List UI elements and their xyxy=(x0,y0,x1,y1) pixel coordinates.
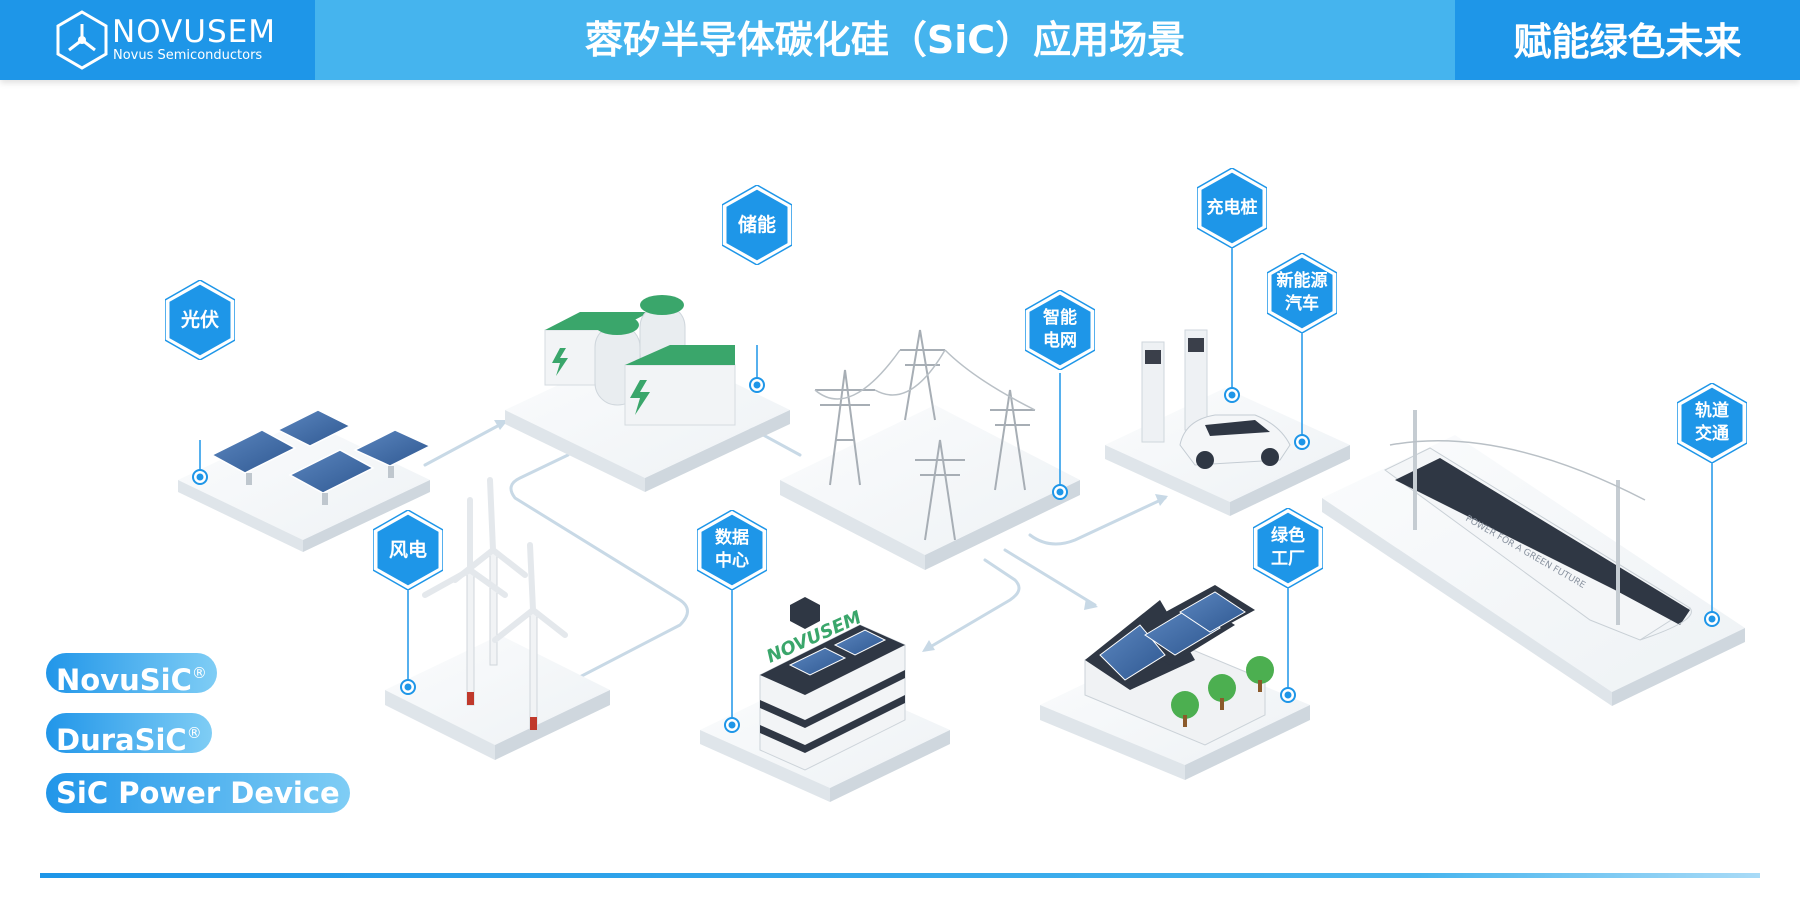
product-pill-durasic: DuraSiC® xyxy=(46,713,212,757)
power-towers xyxy=(814,329,1036,541)
label-factory[interactable]: 绿色工厂 xyxy=(1253,508,1323,588)
label-storage[interactable]: 储能 xyxy=(722,185,792,265)
footer-divider xyxy=(40,873,1760,878)
product-pill-novusic: NovuSiC® xyxy=(46,653,217,697)
label-storage-text: 储能 xyxy=(737,214,776,236)
logo-subtitle: Novus Semiconductors xyxy=(113,48,263,63)
high-speed-train xyxy=(1384,410,1692,641)
label-charging[interactable]: 充电桩 xyxy=(1197,168,1267,248)
hexagon-icon xyxy=(1253,508,1323,588)
novusem-logo-icon xyxy=(56,10,108,70)
label-solar[interactable]: 光伏 xyxy=(165,280,235,360)
label-grid[interactable]: 智能电网 xyxy=(1025,290,1095,370)
label-ev-text: 新能源汽车 xyxy=(1276,271,1328,314)
hexagon-icon xyxy=(722,185,792,265)
scene-illustration: NOVUSEM POWER FOR A GREEN FUTURE xyxy=(178,248,1745,802)
hexagon-icon xyxy=(1677,383,1747,463)
connector-dots xyxy=(192,377,1720,733)
slogan-area: 赋能绿色未来 xyxy=(1455,0,1800,80)
storage-platform xyxy=(505,295,790,492)
label-rail-text: 轨道交通 xyxy=(1695,401,1729,444)
electric-car xyxy=(1179,414,1291,469)
factory-building xyxy=(1084,585,1274,746)
label-wind-text: 风电 xyxy=(388,539,427,561)
label-datacenter[interactable]: 数据中心 xyxy=(697,510,767,590)
label-stems xyxy=(199,248,1713,723)
page-title: 蓉矽半导体碳化硅（SiC）应用场景 xyxy=(584,18,1186,62)
charging-platform xyxy=(1105,329,1350,516)
wind-turbines xyxy=(422,477,568,731)
hexagon-icon xyxy=(373,510,443,590)
factory-platform xyxy=(1040,585,1310,780)
hexagon-icon xyxy=(1025,290,1095,370)
rail-platform xyxy=(1322,410,1745,706)
label-rail[interactable]: 轨道交通 xyxy=(1677,383,1747,463)
grid-platform xyxy=(780,329,1080,570)
solar-panels xyxy=(210,409,432,505)
hexagon-icon xyxy=(697,510,767,590)
wind-platform xyxy=(385,477,610,760)
header-bar: NOVUSEM Novus Semiconductors 蓉矽半导体碳化硅（Si… xyxy=(0,0,1800,80)
product-pill-sic-power-device: SiC Power Device xyxy=(46,773,350,813)
label-grid-text: 智能电网 xyxy=(1043,308,1077,351)
logo-name: NOVUSEM xyxy=(112,14,276,50)
label-wind[interactable]: 风电 xyxy=(373,510,443,590)
charging-stations xyxy=(1141,329,1208,443)
hexagon-icon xyxy=(165,280,235,360)
datacenter-building xyxy=(759,597,906,771)
hexagon-icon xyxy=(1267,253,1337,333)
label-datacenter-text: 数据中心 xyxy=(715,528,749,571)
battery-units xyxy=(544,295,736,426)
scene-stage: NOVUSEM POWER FOR A GREEN FUTURE 光伏 储能 智… xyxy=(0,80,1800,860)
datacenter-platform xyxy=(700,597,950,802)
logo-area: NOVUSEM Novus Semiconductors xyxy=(0,0,315,80)
hexagon-icon xyxy=(1197,168,1267,248)
slogan-text: 赋能绿色未来 xyxy=(1513,20,1742,64)
label-charging-text: 充电桩 xyxy=(1206,197,1258,218)
solar-platform xyxy=(178,409,432,552)
label-solar-text: 光伏 xyxy=(180,309,219,331)
label-ev[interactable]: 新能源汽车 xyxy=(1267,253,1337,333)
label-factory-text: 绿色工厂 xyxy=(1271,526,1305,569)
